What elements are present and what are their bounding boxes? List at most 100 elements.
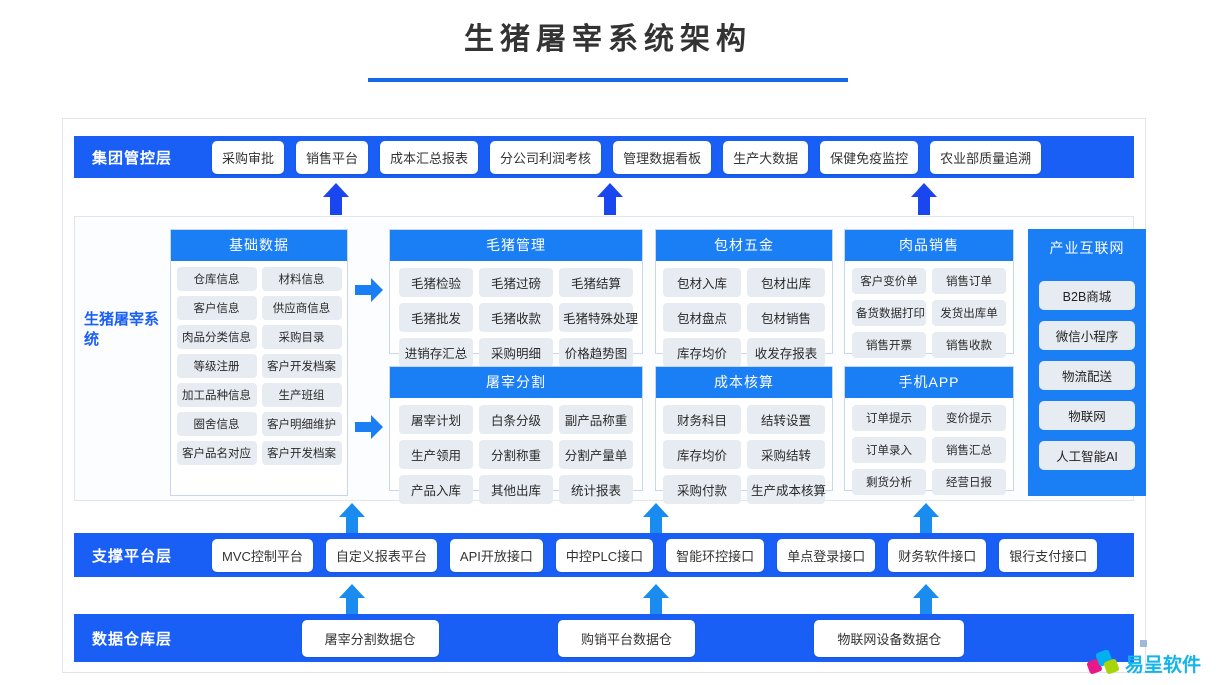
logo-accent-bar (1082, 640, 1134, 647)
cell-customer-dev-file-2[interactable]: 客户开发档案 (261, 441, 342, 465)
cell-delivery-outbound[interactable]: 发货出库单 (932, 300, 1006, 326)
chip-slaughter-cutting-datamart[interactable]: 屠宰分割数据仓 (301, 619, 439, 657)
chip-production-big-data[interactable]: 生产大数据 (723, 140, 809, 174)
cell-logistics-delivery[interactable]: 物流配送 (1039, 361, 1135, 390)
cell-warehouse-info[interactable]: 仓库信息 (176, 267, 257, 291)
cell-hog-receipt[interactable]: 毛猪收款 (479, 303, 553, 332)
cell-other-outbound[interactable]: 其他出库 (479, 475, 553, 504)
chip-smart-env-control-interface[interactable]: 智能环控接口 (666, 538, 765, 572)
arrow-up-icon (323, 183, 349, 215)
chip-management-dashboard[interactable]: 管理数据看板 (613, 140, 712, 174)
chip-bank-payment-interface[interactable]: 银行支付接口 (999, 538, 1098, 572)
panel-hog-management-items: 毛猪检验 毛猪过磅 毛猪结算 毛猪批发 毛猪收款 毛猪特殊处理 进销存汇总 采购… (390, 261, 642, 373)
cell-production-cost-accounting[interactable]: 生产成本核算 (747, 475, 826, 504)
arrow-up-icon (643, 584, 669, 616)
panel-basic-data-title: 基础数据 (171, 230, 347, 261)
cell-slaughter-plan[interactable]: 屠宰计划 (399, 405, 473, 434)
cell-carryover-setting[interactable]: 结转设置 (747, 405, 825, 434)
arrow-right-icon (355, 278, 383, 302)
cell-stock-prep-print[interactable]: 备货数据打印 (852, 300, 926, 326)
cell-packaging-outbound[interactable]: 包材出库 (747, 268, 825, 297)
chip-custom-report-platform[interactable]: 自定义报表平台 (325, 538, 437, 572)
cell-ai[interactable]: 人工智能AI (1039, 441, 1135, 470)
group-control-layer: 集团管控层 采购审批 销售平台 成本汇总报表 分公司利润考核 管理数据看板 生产… (74, 136, 1134, 178)
cell-receipt-dispatch-report[interactable]: 收发存报表 (747, 338, 825, 367)
arrow-right-icon (355, 415, 383, 439)
group-control-layer-label: 集团管控层 (92, 149, 173, 167)
cell-pen-info[interactable]: 圈舍信息 (176, 412, 257, 436)
chip-purchase-approval[interactable]: 采购审批 (212, 140, 285, 174)
cell-material-info[interactable]: 材料信息 (261, 267, 342, 291)
panel-hog-management-title: 毛猪管理 (390, 230, 642, 261)
cell-packaging-sales[interactable]: 包材销售 (747, 303, 825, 332)
support-platform-layer-items: MVC控制平台 自定义报表平台 API开放接口 中控PLC接口 智能环控接口 单… (212, 538, 1124, 572)
cell-customer-product-mapping[interactable]: 客户品名对应 (176, 441, 257, 465)
cell-purchase-carryover[interactable]: 采购结转 (747, 440, 825, 469)
arrow-up-icon (911, 183, 937, 215)
cell-carcass-grading[interactable]: 白条分级 (479, 405, 553, 434)
cell-inventory-avg-price[interactable]: 库存均价 (663, 338, 741, 367)
panel-packaging-hardware: 包材五金 包材入库 包材出库 包材盘点 包材销售 库存均价 收发存报表 (655, 229, 833, 367)
chip-health-immunity-monitor[interactable]: 保健免疫监控 (820, 140, 919, 174)
panel-industrial-internet: 产业互联网 B2B商城 微信小程序 物流配送 物联网 人工智能AI (1028, 229, 1146, 496)
cell-hog-special-handling[interactable]: 毛猪特殊处理 (559, 303, 638, 332)
panel-cost-accounting-title: 成本核算 (656, 367, 832, 398)
cell-packaging-stocktake[interactable]: 包材盘点 (663, 303, 741, 332)
chip-trade-platform-datamart[interactable]: 购销平台数据仓 (557, 619, 695, 657)
cell-price-change-alert[interactable]: 变价提示 (932, 405, 1006, 431)
cell-product-inbound[interactable]: 产品入库 (399, 475, 473, 504)
cell-hog-wholesale[interactable]: 毛猪批发 (399, 303, 473, 332)
chip-api-open-interface[interactable]: API开放接口 (449, 538, 543, 572)
chip-iot-device-datamart[interactable]: 物联网设备数据仓 (814, 619, 965, 657)
panel-cost-accounting-items: 财务科目 结转设置 库存均价 采购结转 采购付款 生产成本核算 (656, 398, 832, 510)
cell-customer-info[interactable]: 客户信息 (176, 296, 257, 320)
cell-packaging-inbound[interactable]: 包材入库 (663, 268, 741, 297)
cell-sales-receipt[interactable]: 销售收款 (932, 332, 1006, 358)
cell-finance-subject[interactable]: 财务科目 (663, 405, 741, 434)
cell-purchase-catalog[interactable]: 采购目录 (261, 325, 342, 349)
chip-mvc-control-platform[interactable]: MVC控制平台 (212, 538, 313, 572)
chip-sso-interface[interactable]: 单点登录接口 (777, 538, 876, 572)
cell-hog-settlement[interactable]: 毛猪结算 (559, 268, 633, 297)
cell-sales-summary[interactable]: 销售汇总 (932, 437, 1006, 463)
cell-meat-category-info[interactable]: 肉品分类信息 (176, 325, 257, 349)
brand-logo: 易呈软件 (1086, 645, 1212, 681)
cell-purchase-detail[interactable]: 采购明细 (479, 338, 553, 367)
cell-grade-registration[interactable]: 等级注册 (176, 354, 257, 378)
cell-purchase-payment[interactable]: 采购付款 (663, 475, 741, 504)
cell-price-trend-chart[interactable]: 价格趋势图 (559, 338, 633, 367)
cell-production-team[interactable]: 生产班组 (261, 383, 342, 407)
cell-sales-invoicing[interactable]: 销售开票 (852, 332, 926, 358)
cell-order-alert[interactable]: 订单提示 (852, 405, 926, 431)
chip-branch-profit-assessment[interactable]: 分公司利润考核 (490, 140, 602, 174)
cell-sales-order[interactable]: 销售订单 (932, 268, 1006, 294)
chip-plc-interface[interactable]: 中控PLC接口 (555, 538, 654, 572)
cell-customer-dev-file[interactable]: 客户开发档案 (261, 354, 342, 378)
chip-sales-platform[interactable]: 销售平台 (296, 140, 369, 174)
panel-packaging-hardware-title: 包材五金 (656, 230, 832, 261)
cell-supplier-info[interactable]: 供应商信息 (261, 296, 342, 320)
cell-hog-weighing[interactable]: 毛猪过磅 (479, 268, 553, 297)
cell-customer-price-change[interactable]: 客户变价单 (852, 268, 926, 294)
cell-iot[interactable]: 物联网 (1039, 401, 1135, 430)
cell-order-entry[interactable]: 订单录入 (852, 437, 926, 463)
arrow-up-icon (913, 584, 939, 616)
chip-cost-summary-report[interactable]: 成本汇总报表 (380, 140, 479, 174)
cell-cutting-output-sheet[interactable]: 分割产量单 (559, 440, 633, 469)
cell-hog-inspection[interactable]: 毛猪检验 (399, 268, 473, 297)
chip-moa-quality-trace[interactable]: 农业部质量追溯 (930, 140, 1042, 174)
cell-byproduct-weighing[interactable]: 副产品称重 (559, 405, 633, 434)
cell-b2b-mall[interactable]: B2B商城 (1039, 281, 1135, 310)
cell-stock-avg-price[interactable]: 库存均价 (663, 440, 741, 469)
cell-statistics-report[interactable]: 统计报表 (559, 475, 633, 504)
chip-finance-software-interface[interactable]: 财务软件接口 (888, 538, 987, 572)
cell-inventory-summary[interactable]: 进销存汇总 (399, 338, 473, 367)
cell-production-requisition[interactable]: 生产领用 (399, 440, 473, 469)
cell-processing-variety-info[interactable]: 加工品种信息 (176, 383, 257, 407)
cell-surplus-analysis[interactable]: 剩货分析 (852, 469, 926, 495)
cell-wechat-miniprogram[interactable]: 微信小程序 (1039, 321, 1135, 350)
panel-basic-data: 基础数据 仓库信息 材料信息 客户信息 供应商信息 肉品分类信息 采购目录 等级… (170, 229, 348, 496)
cell-operation-daily-report[interactable]: 经营日报 (932, 469, 1006, 495)
cell-customer-detail-maintain[interactable]: 客户明细维护 (261, 412, 342, 436)
cell-cutting-weighing[interactable]: 分割称重 (479, 440, 553, 469)
